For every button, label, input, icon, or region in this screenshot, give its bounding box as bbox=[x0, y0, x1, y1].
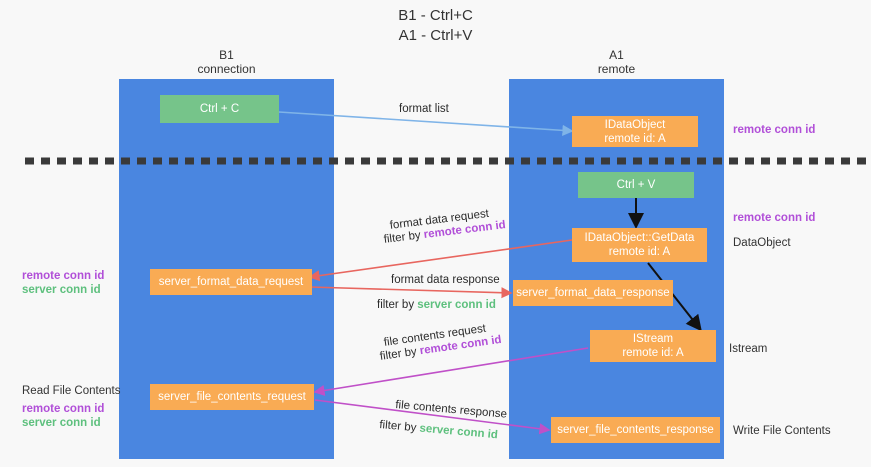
arrow-label-file-contents-response-filter: filter by server conn id bbox=[379, 418, 499, 443]
label-right-dataobject: DataObject bbox=[733, 237, 791, 249]
node-idataobject[interactable]: IDataObject remote id: A bbox=[572, 116, 698, 147]
label-left-remote-conn-id: remote conn id bbox=[22, 270, 105, 282]
filter-value-server-conn-id: server conn id bbox=[418, 422, 499, 442]
label-right-write-file-contents: Write File Contents bbox=[733, 425, 831, 437]
filter-prefix: filter by bbox=[379, 345, 421, 363]
filter-prefix: filter by bbox=[383, 229, 425, 246]
column-header-b1-line1: B1 bbox=[219, 48, 234, 62]
node-server-format-data-request-label: server_format_data_request bbox=[158, 276, 304, 288]
node-getdata[interactable]: IDataObject::GetData remote id: A bbox=[572, 228, 707, 262]
node-ctrl-c[interactable]: Ctrl + C bbox=[160, 95, 279, 123]
node-server-format-data-response-label: server_format_data_response bbox=[516, 287, 670, 299]
label-left-remote-conn-id-2: remote conn id bbox=[22, 403, 105, 415]
node-ctrl-v-label: Ctrl + V bbox=[616, 179, 656, 191]
page-title-line-1: B1 - Ctrl+C bbox=[398, 7, 473, 24]
node-server-format-data-request[interactable]: server_format_data_request bbox=[150, 269, 312, 295]
column-header-a1: A1 remote bbox=[509, 48, 724, 76]
label-left-server-conn-id: server conn id bbox=[22, 284, 101, 296]
column-header-a1-line1: A1 bbox=[609, 48, 624, 62]
arrow-label-format-data-response-filter: filter by server conn id bbox=[377, 298, 496, 313]
node-server-file-contents-response[interactable]: server_file_contents_response bbox=[551, 417, 720, 443]
column-header-a1-line2: remote bbox=[597, 62, 636, 76]
node-ctrl-c-label: Ctrl + C bbox=[199, 103, 240, 115]
label-right-remote-conn-id-1: remote conn id bbox=[733, 124, 816, 136]
page-title: B1 - Ctrl+C A1 - Ctrl+V bbox=[0, 6, 871, 46]
label-right-istream: Istream bbox=[729, 343, 768, 355]
node-ctrl-v[interactable]: Ctrl + V bbox=[578, 172, 694, 198]
label-left-read-file-contents: Read File Contents bbox=[22, 385, 121, 397]
node-server-file-contents-request[interactable]: server_file_contents_request bbox=[150, 384, 314, 410]
column-header-b1-line2: connection bbox=[197, 62, 256, 76]
arrow-label-format-list: format list bbox=[399, 103, 449, 115]
page-title-line-2: A1 - Ctrl+V bbox=[398, 27, 473, 44]
node-idataobject-label: IDataObject remote id: A bbox=[604, 118, 666, 145]
filter-prefix: filter by bbox=[378, 418, 421, 435]
node-server-file-contents-response-label: server_file_contents_response bbox=[557, 424, 714, 436]
label-left-server-conn-id-2: server conn id bbox=[22, 417, 101, 429]
node-server-file-contents-request-label: server_file_contents_request bbox=[158, 391, 306, 403]
filter-prefix: filter by bbox=[377, 299, 418, 311]
node-getdata-label: IDataObject::GetData remote id: A bbox=[584, 232, 695, 258]
node-server-format-data-response[interactable]: server_format_data_response bbox=[513, 280, 673, 306]
column-header-b1: B1 connection bbox=[119, 48, 334, 76]
arrow-label-format-data-response: format data response bbox=[391, 274, 500, 286]
label-right-remote-conn-id-2: remote conn id bbox=[733, 212, 816, 224]
node-istream[interactable]: IStream remote id: A bbox=[590, 330, 716, 362]
arrow-label-file-contents-response: file contents response bbox=[394, 398, 508, 421]
filter-value-server-conn-id: server conn id bbox=[417, 299, 496, 311]
node-istream-label: IStream remote id: A bbox=[622, 333, 684, 359]
